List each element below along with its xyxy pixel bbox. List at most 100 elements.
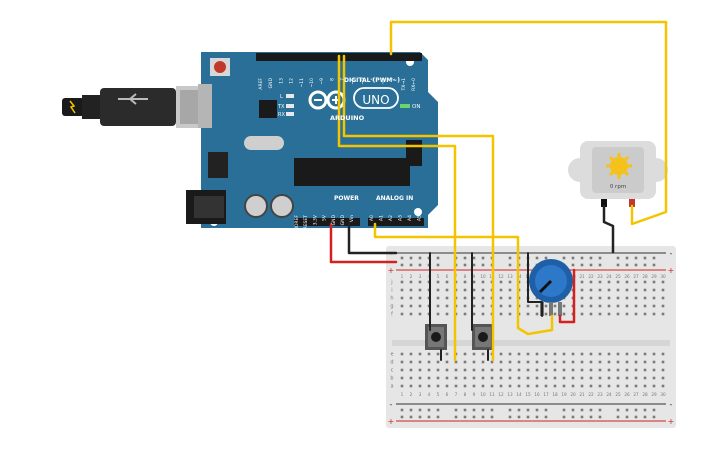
rail-sign: - xyxy=(670,400,673,409)
column-number: 21 xyxy=(579,274,585,279)
pin-label: A2 xyxy=(388,215,394,221)
pin-label: GND xyxy=(340,214,346,225)
on-led-icon xyxy=(400,104,410,108)
brand-label: ARDUINO xyxy=(330,114,365,122)
usb-cable xyxy=(62,86,210,128)
rx-label: RX xyxy=(278,112,285,118)
pin-label: ~9 xyxy=(319,78,325,85)
row-letter: g xyxy=(390,304,393,310)
dc-motor[interactable] xyxy=(568,141,668,207)
column-number: 24 xyxy=(606,274,612,279)
wire-yellow-motor[interactable] xyxy=(389,20,668,226)
column-number: 19 xyxy=(561,392,567,397)
column-number: 26 xyxy=(624,274,630,279)
column-number: 9 xyxy=(473,274,476,279)
pin-label: RX←0 xyxy=(411,78,417,91)
wire-yellow-pot[interactable] xyxy=(373,222,554,336)
pin-label: A4 xyxy=(407,215,413,221)
pin-label: A0 xyxy=(369,215,375,221)
column-number: 20 xyxy=(570,392,576,397)
arduino-board[interactable] xyxy=(186,52,438,228)
column-number: 29 xyxy=(651,392,657,397)
column-number: 5 xyxy=(437,392,440,397)
rail-sign: + xyxy=(668,266,675,275)
column-number: 3 xyxy=(419,392,422,397)
capacitor-2 xyxy=(270,194,294,218)
column-number: 29 xyxy=(651,274,657,279)
row-letter: j xyxy=(390,280,392,286)
pin-label: 5V xyxy=(322,214,328,221)
column-number: 3 xyxy=(419,274,422,279)
column-number: 23 xyxy=(597,274,603,279)
analog-header-pins[interactable] xyxy=(368,218,424,226)
wire-yellow-button-2[interactable] xyxy=(342,54,495,362)
wire-black-pot[interactable] xyxy=(527,252,543,317)
column-number: 9 xyxy=(473,392,476,397)
row-letter: a xyxy=(390,384,393,390)
wire-red-pot[interactable] xyxy=(558,268,576,324)
rail-sign: + xyxy=(388,417,395,426)
crystal xyxy=(244,136,284,150)
rail-sign: - xyxy=(390,400,393,409)
column-number: 2 xyxy=(410,274,413,279)
power-header-label: POWER xyxy=(334,195,359,202)
pin-label: A5 xyxy=(417,215,423,221)
column-number: 21 xyxy=(579,392,585,397)
wire-black-gnd[interactable] xyxy=(347,222,398,255)
pin-label: 3.3V xyxy=(312,214,318,225)
column-number: 13 xyxy=(507,392,513,397)
column-number: 26 xyxy=(624,392,630,397)
regulator-chip xyxy=(208,152,228,178)
column-number: 24 xyxy=(606,392,612,397)
column-number: 25 xyxy=(615,392,621,397)
pin-label: ~5 xyxy=(360,78,366,85)
column-number: 22 xyxy=(588,392,594,397)
pin-label: ~11 xyxy=(299,78,305,88)
analog-header-label: ANALOG IN xyxy=(376,195,413,202)
tx-label: TX xyxy=(277,104,285,110)
column-number: 10 xyxy=(480,274,486,279)
gear-icon xyxy=(606,153,632,179)
column-number: 7 xyxy=(455,392,458,397)
row-letter: c xyxy=(391,368,394,374)
pin-label: 4 xyxy=(370,78,376,81)
row-letter: d xyxy=(390,360,393,366)
wire-red-5v[interactable] xyxy=(329,222,398,264)
pin-label: A1 xyxy=(379,215,385,221)
pin-label: A3 xyxy=(398,215,404,221)
column-number: 1 xyxy=(401,274,404,279)
power-header-pins[interactable] xyxy=(294,218,360,226)
row-letter: b xyxy=(390,376,393,382)
column-number: 12 xyxy=(498,392,504,397)
column-number: 13 xyxy=(507,274,513,279)
pin-label: 12 xyxy=(289,78,295,84)
usb-chip xyxy=(259,100,277,118)
pin-label: 8 xyxy=(329,78,335,81)
pin-label: GND xyxy=(268,77,274,88)
push-button-1[interactable] xyxy=(425,324,447,350)
capacitor-1 xyxy=(244,194,268,218)
column-number: 30 xyxy=(660,392,666,397)
rail-sign: + xyxy=(668,417,675,426)
column-number: 10 xyxy=(480,392,486,397)
l-label: L xyxy=(280,94,283,100)
column-number: 23 xyxy=(597,392,603,397)
pin-label: AREF xyxy=(258,78,264,90)
breadboard[interactable]: 1122334455667788991010111112121313141415… xyxy=(386,246,676,428)
column-number: 17 xyxy=(543,392,549,397)
wire-black-motor[interactable] xyxy=(602,204,615,254)
pin-label: RESET xyxy=(303,215,309,230)
column-number: 14 xyxy=(516,392,522,397)
pin-label: ~10 xyxy=(309,78,315,88)
column-number: 28 xyxy=(642,392,648,397)
wire-yellow-button-1[interactable] xyxy=(337,54,457,362)
pin-label: Vin xyxy=(349,215,355,222)
column-number: 4 xyxy=(428,392,431,397)
column-number: 2 xyxy=(410,392,413,397)
column-number: 8 xyxy=(464,274,467,279)
model-label: UNO xyxy=(362,93,389,107)
column-number: 12 xyxy=(498,274,504,279)
push-button-2[interactable] xyxy=(472,324,494,350)
atmega-chip xyxy=(294,158,410,186)
